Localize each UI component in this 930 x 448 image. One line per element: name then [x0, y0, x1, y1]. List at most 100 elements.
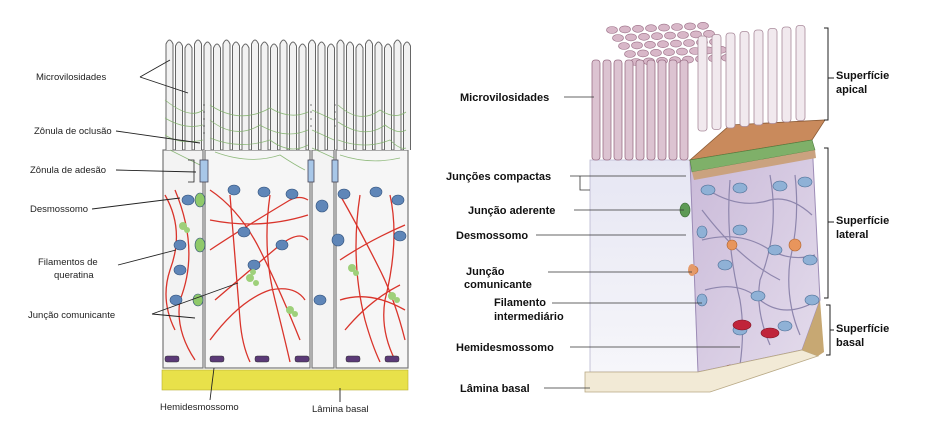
left-diagram-svg: Microvilosidades Zônula de oclusão Zônul…	[28, 39, 411, 415]
desmosomes	[169, 184, 407, 307]
microvillus	[279, 39, 288, 150]
right-microvilli	[591, 21, 806, 161]
microvillus	[336, 39, 345, 150]
surface-brackets	[824, 27, 834, 356]
microvillus-tip	[612, 34, 624, 42]
microvillus	[327, 43, 335, 150]
adherens-marker	[199, 159, 209, 183]
microvillus	[781, 26, 792, 123]
microvillus-tip	[650, 48, 662, 57]
terminal-web	[164, 99, 407, 171]
cell-2	[204, 149, 311, 369]
label-gap-junction-right-line2: comunicante	[464, 279, 532, 291]
label-adherens-junction-right: Junção aderente	[468, 205, 555, 217]
left-basal-lamina	[161, 369, 409, 391]
label-lateral-line2: lateral	[836, 229, 868, 241]
microvillus-tip	[658, 23, 670, 32]
microvillus-tip	[690, 30, 702, 39]
label-intermediate-filament-line1: Filamento	[494, 297, 546, 309]
microvillus-tip	[606, 26, 618, 34]
microvillus-tip	[644, 40, 656, 49]
microvillus	[346, 41, 354, 150]
junction-ladders	[199, 104, 339, 183]
microvillus-tip	[697, 21, 709, 30]
microvillus-tip	[670, 39, 682, 48]
microvillus	[374, 41, 383, 150]
microvillus	[222, 39, 231, 150]
left-cells	[162, 149, 409, 369]
brown-band-lower	[692, 150, 816, 180]
microvillus	[753, 29, 764, 126]
label-keratin-line1: Filamentos de	[38, 257, 98, 268]
microvillus	[657, 59, 667, 161]
microvillus	[232, 41, 240, 150]
microvillus	[175, 41, 183, 150]
gap-junctions	[179, 222, 400, 317]
microvillus	[355, 43, 364, 150]
label-hemidesmosome-right: Hemidesmossomo	[456, 342, 554, 354]
left-epithelium-diagram: Microvilosidades Zônula de oclusão Zônul…	[28, 39, 411, 415]
left-labels: Microvilosidades Zônula de oclusão Zônul…	[28, 72, 369, 415]
microvillus	[165, 39, 174, 150]
label-lateral-line1: Superfície	[836, 215, 889, 227]
label-basal-lamina-right: Lâmina basal	[460, 383, 530, 395]
microvillus	[270, 43, 278, 150]
left-leader-lines	[91, 59, 341, 402]
hemidesmosomes	[164, 355, 400, 363]
label-microvilli-right: Microvilosidades	[460, 92, 549, 104]
label-keratin-line2: queratina	[54, 270, 94, 281]
label-gap-junction-right-line1: Junção	[466, 266, 505, 278]
microvillus	[213, 43, 221, 150]
microvillus	[725, 32, 736, 129]
microvillus-tip	[657, 40, 669, 49]
microvillus-tip	[645, 24, 657, 33]
microvillus	[298, 43, 307, 150]
microvillus	[739, 31, 750, 127]
label-adherens-junction: Zônula de adesão	[30, 165, 106, 176]
microvillus	[393, 39, 402, 150]
cell-front-face	[589, 159, 699, 373]
right-labels: Microvilosidades Junções compactas Junçã…	[446, 70, 889, 395]
microvillus-tip	[618, 42, 630, 50]
label-tight-junction: Zônula de oclusão	[34, 126, 112, 137]
microvillus-tip	[651, 32, 663, 41]
microvillus-tip	[625, 33, 637, 42]
right-epithelium-diagram: Microvilosidades Junções compactas Junçã…	[440, 0, 930, 448]
microvillus	[260, 41, 269, 150]
microvillus-tip	[677, 31, 689, 39]
microvillus	[591, 59, 601, 161]
microvillus	[365, 39, 373, 150]
label-basal-line1: Superfície	[836, 323, 889, 335]
microvillus-tip	[637, 49, 649, 58]
microvillus	[241, 43, 250, 150]
microvillus	[317, 41, 326, 150]
microvillus-tip	[676, 47, 688, 56]
microvillus	[767, 28, 778, 124]
microvillus	[711, 34, 722, 130]
cell-1	[162, 149, 204, 369]
basal-edge	[802, 300, 824, 356]
microvillus	[613, 59, 623, 161]
label-microvilli: Microvilosidades	[36, 72, 106, 83]
microvillus	[635, 59, 645, 161]
microvillus-tip	[671, 23, 683, 31]
microvillus	[251, 39, 259, 150]
right-leader-lines	[536, 96, 740, 389]
label-desmosome-right: Desmossomo	[456, 230, 528, 242]
microvillus-tip	[663, 48, 675, 57]
microvillus-tip	[631, 41, 643, 50]
label-basal-lamina: Lâmina basal	[312, 404, 369, 415]
gap-junction-edge	[688, 264, 696, 276]
label-tight-junctions: Junções compactas	[446, 171, 551, 183]
label-hemidesmosome: Hemidesmossomo	[160, 402, 239, 413]
label-apical-line1: Superfície	[836, 70, 889, 82]
cell-3	[311, 149, 335, 369]
microvillus	[194, 39, 202, 150]
label-basal-line2: basal	[836, 337, 864, 349]
label-gap-junction: Junção comunicante	[28, 310, 115, 321]
microvillus-tip	[624, 50, 636, 58]
left-microvilli	[165, 39, 411, 150]
microvillus-tip	[632, 24, 644, 33]
microvillus	[289, 41, 297, 150]
microvillus	[403, 41, 411, 150]
